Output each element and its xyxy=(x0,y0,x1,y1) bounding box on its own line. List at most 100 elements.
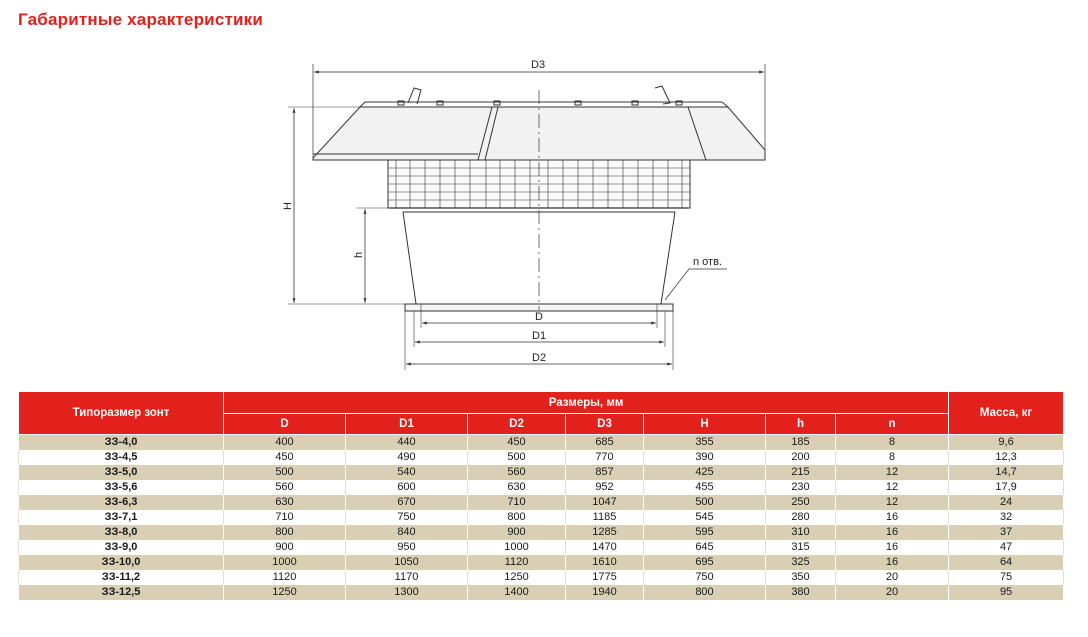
cell-d1: 840 xyxy=(345,525,468,540)
cell-d3: 1047 xyxy=(565,495,644,510)
cell-mass: 95 xyxy=(948,585,1065,600)
header-model: Типоразмер зонт xyxy=(18,391,224,435)
cell-model: ЗЗ-10,0 xyxy=(18,555,224,570)
cell-h-low: 215 xyxy=(765,465,836,480)
cell-mass: 64 xyxy=(948,555,1065,570)
cell-d3: 1940 xyxy=(565,585,644,600)
cell-n: 16 xyxy=(834,525,950,540)
cell-d3: 857 xyxy=(565,465,644,480)
cell-h-low: 200 xyxy=(765,450,836,465)
cell-n: 16 xyxy=(834,555,950,570)
cell-n: 8 xyxy=(834,450,950,465)
cell-d3: 685 xyxy=(565,434,644,450)
cell-d3: 1185 xyxy=(565,510,644,525)
cell-d: 560 xyxy=(223,480,346,495)
cell-n: 20 xyxy=(834,585,950,600)
cell-d2: 710 xyxy=(467,495,566,510)
cell-d2: 560 xyxy=(467,465,566,480)
cell-model: ЗЗ-8,0 xyxy=(18,525,224,540)
cell-h-total: 750 xyxy=(643,570,766,585)
cell-d3: 1470 xyxy=(565,540,644,555)
cell-d1: 600 xyxy=(345,480,468,495)
cell-d2: 630 xyxy=(467,480,566,495)
cell-d1: 950 xyxy=(345,540,468,555)
header-d1: D1 xyxy=(345,413,468,435)
cell-model: ЗЗ-9,0 xyxy=(18,540,224,555)
cell-n: 12 xyxy=(834,480,950,495)
cell-model: ЗЗ-5,6 xyxy=(18,480,224,495)
cell-d: 630 xyxy=(223,495,346,510)
label-d: D xyxy=(535,311,543,323)
cell-d: 710 xyxy=(223,510,346,525)
cell-d3: 1285 xyxy=(565,525,644,540)
cell-d: 400 xyxy=(223,434,346,450)
cell-d1: 540 xyxy=(345,465,468,480)
cell-mass: 24 xyxy=(948,495,1065,510)
cell-n: 20 xyxy=(834,570,950,585)
cell-h-low: 325 xyxy=(765,555,836,570)
cell-h-total: 455 xyxy=(643,480,766,495)
cell-mass: 32 xyxy=(948,510,1065,525)
cell-h-low: 315 xyxy=(765,540,836,555)
cell-d: 1120 xyxy=(223,570,346,585)
cell-mass: 17,9 xyxy=(948,480,1065,495)
cell-mass: 9,6 xyxy=(948,434,1065,450)
cell-n: 12 xyxy=(834,495,950,510)
cell-d2: 1400 xyxy=(467,585,566,600)
cell-d: 900 xyxy=(223,540,346,555)
cell-n: 16 xyxy=(834,510,950,525)
label-d2: D2 xyxy=(532,352,546,364)
cell-model: ЗЗ-5,0 xyxy=(18,465,224,480)
cell-h-total: 645 xyxy=(643,540,766,555)
cell-model: ЗЗ-12,5 xyxy=(18,585,224,600)
cell-d3: 770 xyxy=(565,450,644,465)
cell-h-low: 280 xyxy=(765,510,836,525)
cell-d1: 440 xyxy=(345,434,468,450)
cell-d2: 800 xyxy=(467,510,566,525)
cell-d2: 1120 xyxy=(467,555,566,570)
header-d: D xyxy=(223,413,346,435)
cell-model: ЗЗ-7,1 xyxy=(18,510,224,525)
header-n: n xyxy=(834,413,950,435)
cell-d1: 750 xyxy=(345,510,468,525)
cell-d1: 670 xyxy=(345,495,468,510)
cell-d2: 1250 xyxy=(467,570,566,585)
cell-h-low: 250 xyxy=(765,495,836,510)
cell-mass: 37 xyxy=(948,525,1065,540)
header-h-low: h xyxy=(765,413,836,435)
cell-d: 450 xyxy=(223,450,346,465)
cell-h-low: 380 xyxy=(765,585,836,600)
label-d3: D3 xyxy=(531,59,545,71)
cell-d1: 1300 xyxy=(345,585,468,600)
dimensions-table: Типоразмер зонт Размеры, мм Масса, кг D … xyxy=(18,390,1065,600)
cell-d: 1000 xyxy=(223,555,346,570)
cell-d2: 450 xyxy=(467,434,566,450)
cell-h-total: 355 xyxy=(643,434,766,450)
cell-d: 500 xyxy=(223,465,346,480)
cell-h-total: 800 xyxy=(643,585,766,600)
cell-mass: 14,7 xyxy=(948,465,1065,480)
cell-h-total: 425 xyxy=(643,465,766,480)
cell-d3: 1775 xyxy=(565,570,644,585)
cell-n: 16 xyxy=(834,540,950,555)
cell-d1: 1170 xyxy=(345,570,468,585)
cell-h-total: 595 xyxy=(643,525,766,540)
label-h-total: H xyxy=(282,202,294,210)
header-mass: Масса, кг xyxy=(948,391,1065,435)
section-title: Габаритные характеристики xyxy=(18,10,264,29)
cell-mass: 12,3 xyxy=(948,450,1065,465)
cell-d: 800 xyxy=(223,525,346,540)
cell-d1: 490 xyxy=(345,450,468,465)
cell-h-total: 545 xyxy=(643,510,766,525)
cell-h-total: 390 xyxy=(643,450,766,465)
cell-h-low: 230 xyxy=(765,480,836,495)
